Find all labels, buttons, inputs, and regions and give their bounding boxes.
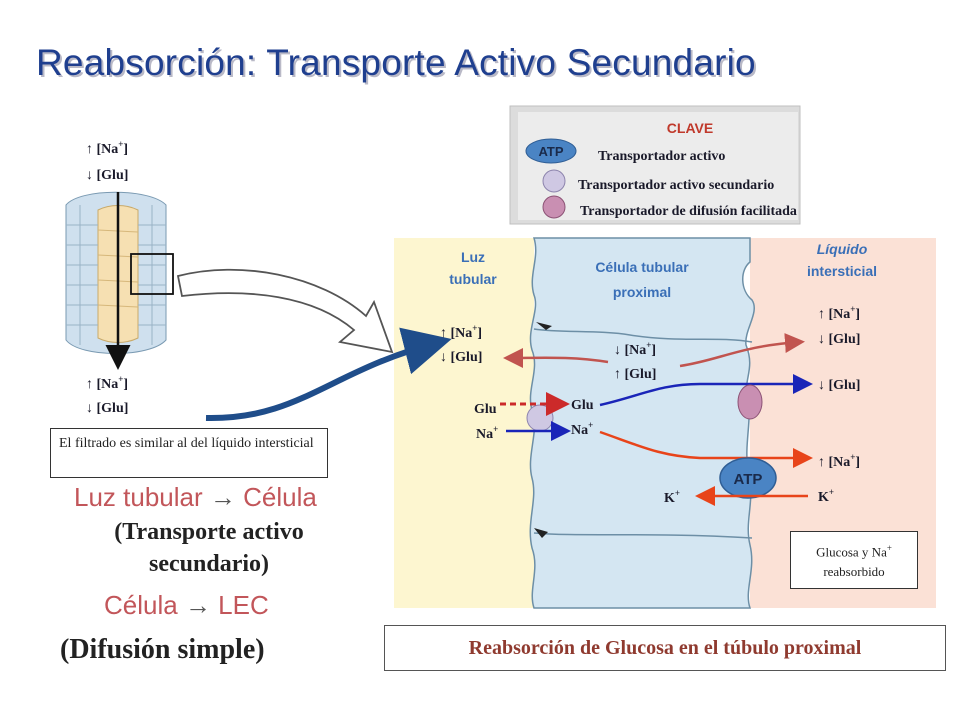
key-legend: CLAVE ATP Transportador activo Transport… — [509, 105, 801, 225]
svg-text:↓ [Glu]: ↓ [Glu] — [818, 332, 860, 347]
zoom-box — [130, 253, 174, 295]
svg-text:↑ [Na+]: ↑ [Na+] — [440, 323, 482, 341]
svg-text:↓ [Glu]: ↓ [Glu] — [86, 168, 128, 183]
key-secondary: Transportador activo secundario — [578, 178, 774, 193]
cell-to-lec-heading: Célula → LEC — [104, 590, 269, 620]
tubule-illustration — [65, 191, 452, 422]
key-heading: CLAVE — [667, 120, 713, 136]
secondary-transporter-icon — [542, 169, 566, 193]
atp-key-icon — [525, 138, 577, 164]
flow-arrow — [205, 327, 452, 422]
filtrate-note: El filtrado es similar al del líquido in… — [50, 428, 328, 478]
lumen-label-1: Luz — [461, 249, 485, 265]
cell-label-1: Célula tubular — [595, 259, 689, 275]
svg-text:Glu: Glu — [571, 398, 594, 413]
svg-text:↑ [Na+]: ↑ [Na+] — [86, 139, 128, 157]
key-facilitated: Transportador de difusión facilitada — [580, 204, 797, 219]
lumen-label-2: tubular — [449, 271, 497, 287]
svg-text:↑ [Na+]: ↑ [Na+] — [86, 374, 128, 392]
svg-text:K+: K+ — [664, 488, 680, 506]
lumen-region — [394, 238, 534, 608]
svg-text:↑ [Na+]: ↑ [Na+] — [818, 452, 860, 470]
reabsorbed-note: Glucosa y Na+ reabsorbido — [790, 531, 918, 589]
svg-text:Na+: Na+ — [571, 420, 593, 438]
facilitated-transporter — [737, 384, 763, 420]
svg-text:↑ [Glu]: ↑ [Glu] — [614, 367, 656, 382]
key-active: Transportador activo — [598, 149, 725, 164]
interstitial-label-1: Líquido — [817, 241, 868, 257]
svg-text:Na+: Na+ — [476, 424, 498, 442]
zoom-arrow — [176, 268, 394, 354]
cell-label-2: proximal — [613, 284, 671, 300]
svg-text:ATP: ATP — [538, 144, 563, 159]
facilitated-transporter-icon — [542, 195, 566, 219]
svg-text:↓ [Glu]: ↓ [Glu] — [440, 350, 482, 365]
svg-text:↓ [Glu]: ↓ [Glu] — [818, 378, 860, 393]
svg-text:↓ [Na+]: ↓ [Na+] — [614, 340, 656, 358]
atp-pump — [719, 457, 777, 499]
svg-text:↑ [Na+]: ↑ [Na+] — [818, 304, 860, 322]
glu-lumen: Glu — [474, 402, 497, 417]
svg-text:ATP: ATP — [734, 471, 763, 488]
lumen-to-cell-heading: Luz tubular → Célula — [74, 482, 317, 512]
tubular-cell — [529, 237, 755, 609]
page-title: Reabsorción: Transporte Activo Secundari… — [36, 42, 756, 83]
interstitial-label-2: intersticial — [807, 263, 877, 279]
simple-diffusion-text: (Difusión simple) — [60, 634, 265, 665]
diagram-caption: Reabsorción de Glucosa en el túbulo prox… — [384, 625, 946, 671]
svg-text:K+: K+ — [818, 487, 834, 505]
secondary-transporter — [526, 404, 554, 432]
svg-text:↓ [Glu]: ↓ [Glu] — [86, 401, 128, 416]
